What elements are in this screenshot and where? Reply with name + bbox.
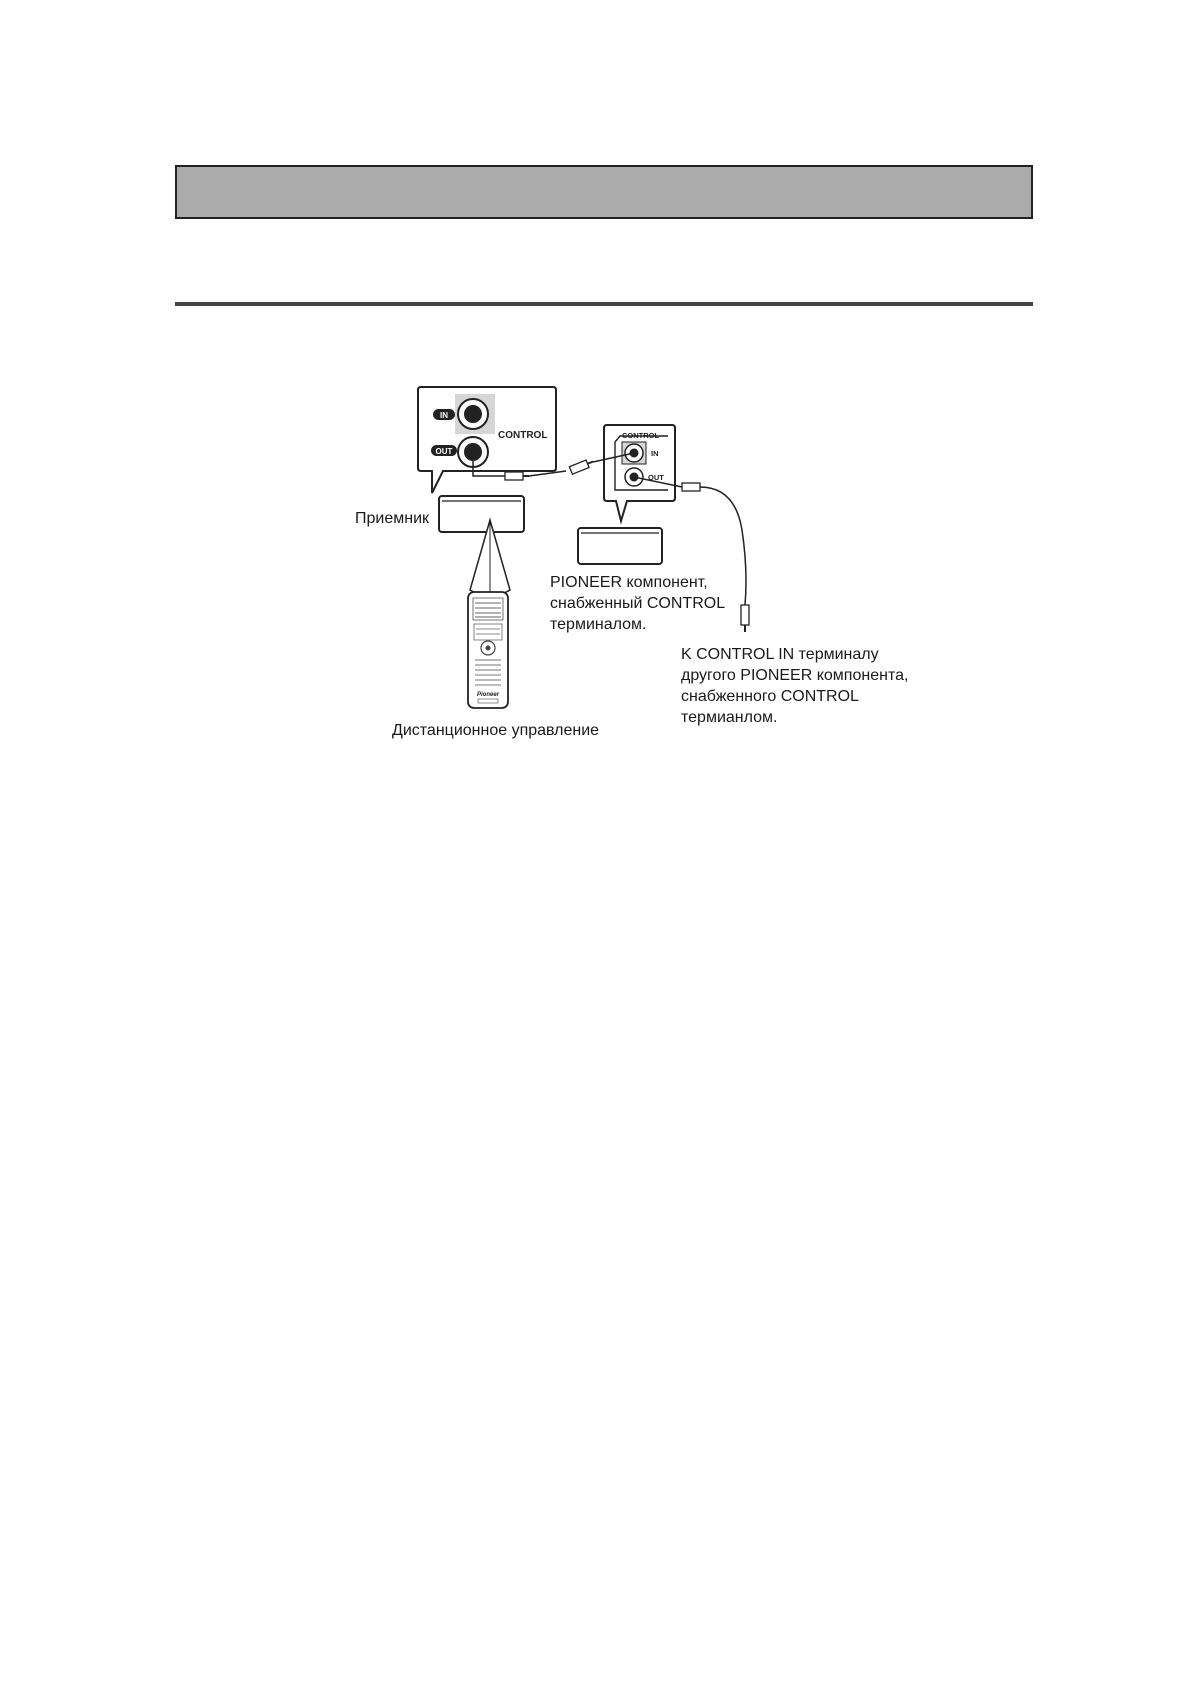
section-divider <box>175 302 1033 306</box>
receiver-control-panel: IN OUT CONTROL <box>417 386 557 494</box>
svg-text:IN: IN <box>440 411 448 420</box>
pioneer-component-label: PIONEER компонент, снабженный CONTROL те… <box>550 572 725 635</box>
receiver-control-label: CONTROL <box>498 430 547 441</box>
k-control-in-label-line: снабженного CONTROL <box>681 688 859 705</box>
receiver-label: Приемник <box>355 510 430 527</box>
k-control-in-label-line: другого PIONEER компонента, <box>681 667 909 684</box>
component-in-label: IN <box>651 449 659 458</box>
pioneer-component-label-line: терминалом. <box>550 616 647 633</box>
svg-text:OUT: OUT <box>436 447 453 456</box>
remote-control-label: Дистанционное управление <box>392 722 600 739</box>
pioneer-component-label-line: снабженный CONTROL <box>550 595 726 612</box>
receiver-in-jack <box>457 398 489 430</box>
receiver-in-badge: IN <box>433 409 455 420</box>
remote-brand-logo: Pioneer <box>477 692 500 698</box>
receiver-unit <box>438 495 525 533</box>
component-control-label: CONTROL <box>622 431 659 440</box>
k-control-in-label-line: K CONTROL IN терминалу <box>681 646 879 663</box>
remote-control-image: Pioneer <box>467 591 509 709</box>
pioneer-component-label-line: PIONEER компонент, <box>550 574 708 591</box>
pioneer-component-unit <box>577 527 663 565</box>
control-cable-component-to-next <box>633 476 750 632</box>
component-out-label: OUT <box>648 473 664 482</box>
control-cable-receiver-to-component <box>472 452 635 481</box>
k-control-in-label: K CONTROL IN терминалу другого PIONEER к… <box>681 644 908 728</box>
component-control-panel: CONTROL IN OUT <box>603 424 676 525</box>
component-out-jack <box>624 467 644 487</box>
section-title-bar <box>175 165 1033 219</box>
k-control-in-label-line: термианлом. <box>681 709 778 726</box>
receiver-out-badge: OUT <box>431 445 457 456</box>
